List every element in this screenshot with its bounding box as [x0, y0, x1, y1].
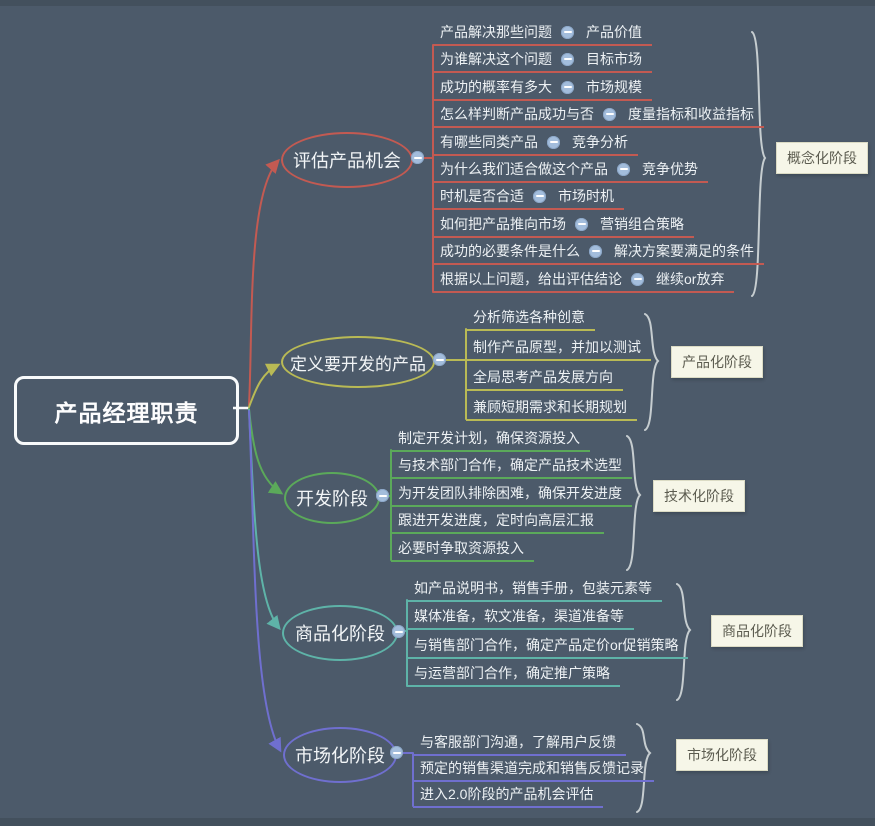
topic-answer: 继续or放弃	[656, 271, 725, 287]
topic-text: 与技术部门合作，确定产品技术选型	[398, 457, 622, 473]
branch-topic-dev-phase[interactable]: 开发阶段	[284, 472, 380, 524]
collapse-minus-icon[interactable]	[561, 80, 574, 94]
collapse-minus-icon[interactable]	[533, 189, 546, 203]
topic-row[interactable]: 如产品说明书，销售手册，包装元素等	[407, 576, 662, 602]
topic-row[interactable]: 媒体准备，软文准备，渠道准备等	[407, 604, 634, 630]
stage-braces	[626, 31, 767, 813]
topic-answer: 竞争分析	[572, 134, 628, 150]
root-topic[interactable]: 产品经理职责	[14, 376, 239, 445]
topic-text: 全局思考产品发展方向	[473, 369, 613, 385]
topic-answer: 市场时机	[558, 188, 614, 204]
stage-label-conceptualization[interactable]: 概念化阶段	[776, 142, 868, 174]
topic-text: 进入2.0阶段的产品机会评估	[420, 786, 594, 802]
collapse-minus-icon[interactable]	[411, 151, 424, 164]
collapse-minus-icon[interactable]	[433, 353, 446, 366]
topic-text: 跟进开发进度，定时向高层汇报	[398, 512, 594, 528]
stage-label-commercialization[interactable]: 商品化阶段	[711, 615, 803, 647]
topic-row[interactable]: 进入2.0阶段的产品机会评估	[413, 782, 604, 808]
topic-text: 制作产品原型，并加以测试	[473, 339, 641, 355]
branch-curves	[248, 158, 284, 753]
collapse-minus-icon[interactable]	[561, 25, 574, 39]
topic-row[interactable]: 根据以上问题，给出评估结论 继续or放弃	[433, 267, 735, 293]
topic-row[interactable]: 为谁解决这个问题 目标市场	[433, 47, 652, 73]
branch-topic-evaluate-opportunity[interactable]: 评估产品机会	[281, 132, 413, 188]
topic-question: 为谁解决这个问题	[440, 51, 552, 67]
collapse-minus-icon[interactable]	[392, 625, 405, 638]
collapse-minus-icon[interactable]	[589, 244, 602, 258]
topic-text: 分析筛选各种创意	[473, 309, 585, 325]
collapse-minus-icon[interactable]	[631, 272, 644, 286]
topic-row[interactable]: 制定开发计划，确保资源投入	[391, 426, 590, 452]
topic-answer: 度量指标和收益指标	[628, 106, 754, 122]
topic-text: 兼顾短期需求和长期规划	[473, 399, 627, 415]
topic-answer: 营销组合策略	[600, 216, 684, 232]
collapse-minus-icon[interactable]	[561, 52, 574, 66]
topic-text: 与运营部门合作，确定推广策略	[414, 665, 610, 681]
topic-answer: 竞争优势	[642, 161, 698, 177]
topic-row[interactable]: 分析筛选各种创意	[466, 305, 595, 331]
topic-row[interactable]: 如何把产品推向市场 营销组合策略	[433, 212, 694, 238]
topic-row[interactable]: 与销售部门合作，确定产品定价or促销策略	[407, 633, 689, 659]
topic-text: 如产品说明书，销售手册，包装元素等	[414, 580, 652, 596]
topic-question: 成功的概率有多大	[440, 79, 552, 95]
collapse-minus-icon[interactable]	[547, 135, 560, 149]
stage-label-productization[interactable]: 产品化阶段	[671, 346, 763, 378]
branch-topic-marketization[interactable]: 市场化阶段	[283, 727, 397, 783]
topic-text: 为开发团队排除困难，确保开发进度	[398, 485, 622, 501]
topic-answer: 目标市场	[586, 51, 642, 67]
collapse-minus-icon[interactable]	[390, 746, 403, 759]
topic-text: 媒体准备，软文准备，渠道准备等	[414, 608, 624, 624]
topic-row[interactable]: 与运营部门合作，确定推广策略	[407, 661, 620, 687]
topic-question: 如何把产品推向市场	[440, 216, 566, 232]
topic-question: 时机是否合适	[440, 188, 524, 204]
topic-row[interactable]: 时机是否合适 市场时机	[433, 184, 624, 210]
topic-row[interactable]: 跟进开发进度，定时向高层汇报	[391, 508, 604, 534]
topic-row[interactable]: 为开发团队排除困难，确保开发进度	[391, 481, 632, 507]
topic-row[interactable]: 为什么我们适合做这个产品 竞争优势	[433, 157, 708, 183]
topic-text: 必要时争取资源投入	[398, 540, 524, 556]
topic-row[interactable]: 制作产品原型，并加以测试	[466, 335, 651, 361]
branch-topic-define-product[interactable]: 定义要开发的产品	[281, 336, 435, 388]
topic-row[interactable]: 与客服部门沟通，了解用户反馈	[413, 730, 626, 756]
topic-row[interactable]: 有哪些同类产品 竞争分析	[433, 130, 638, 156]
topic-question: 有哪些同类产品	[440, 134, 538, 150]
topic-question: 产品解决那些问题	[440, 24, 552, 40]
topic-text: 预定的销售渠道完成和销售反馈记录	[420, 760, 644, 776]
topic-row[interactable]: 全局思考产品发展方向	[466, 365, 623, 391]
topic-row[interactable]: 成功的概率有多大 市场规模	[433, 75, 652, 101]
stage-label-marketization[interactable]: 市场化阶段	[676, 739, 768, 771]
topic-row[interactable]: 成功的必要条件是什么 解决方案要满足的条件	[433, 239, 764, 265]
topic-question: 为什么我们适合做这个产品	[440, 161, 608, 177]
branch-topic-commercialization[interactable]: 商品化阶段	[282, 605, 398, 661]
topic-text: 与客服部门沟通，了解用户反馈	[420, 734, 616, 750]
topic-text: 与销售部门合作，确定产品定价or促销策略	[414, 637, 679, 653]
collapse-minus-icon[interactable]	[603, 107, 616, 121]
collapse-minus-icon[interactable]	[575, 217, 588, 231]
stage-label-technicalization[interactable]: 技术化阶段	[653, 480, 745, 512]
topic-row[interactable]: 必要时争取资源投入	[391, 536, 534, 562]
topic-question: 成功的必要条件是什么	[440, 243, 580, 259]
topic-row[interactable]: 产品解决那些问题 产品价值	[433, 20, 652, 46]
topic-text: 制定开发计划，确保资源投入	[398, 430, 580, 446]
collapse-minus-icon[interactable]	[376, 489, 389, 502]
topic-answer: 解决方案要满足的条件	[614, 243, 754, 259]
topic-row[interactable]: 与技术部门合作，确定产品技术选型	[391, 453, 632, 479]
topic-row[interactable]: 怎么样判断产品成功与否 度量指标和收益指标	[433, 102, 764, 128]
topic-question: 根据以上问题，给出评估结论	[440, 271, 622, 287]
topic-answer: 产品价值	[586, 24, 642, 40]
topic-row[interactable]: 兼顾短期需求和长期规划	[466, 395, 637, 421]
topic-answer: 市场规模	[586, 79, 642, 95]
topic-question: 怎么样判断产品成功与否	[440, 106, 594, 122]
topic-row[interactable]: 预定的销售渠道完成和销售反馈记录	[413, 756, 654, 782]
collapse-minus-icon[interactable]	[617, 162, 630, 176]
